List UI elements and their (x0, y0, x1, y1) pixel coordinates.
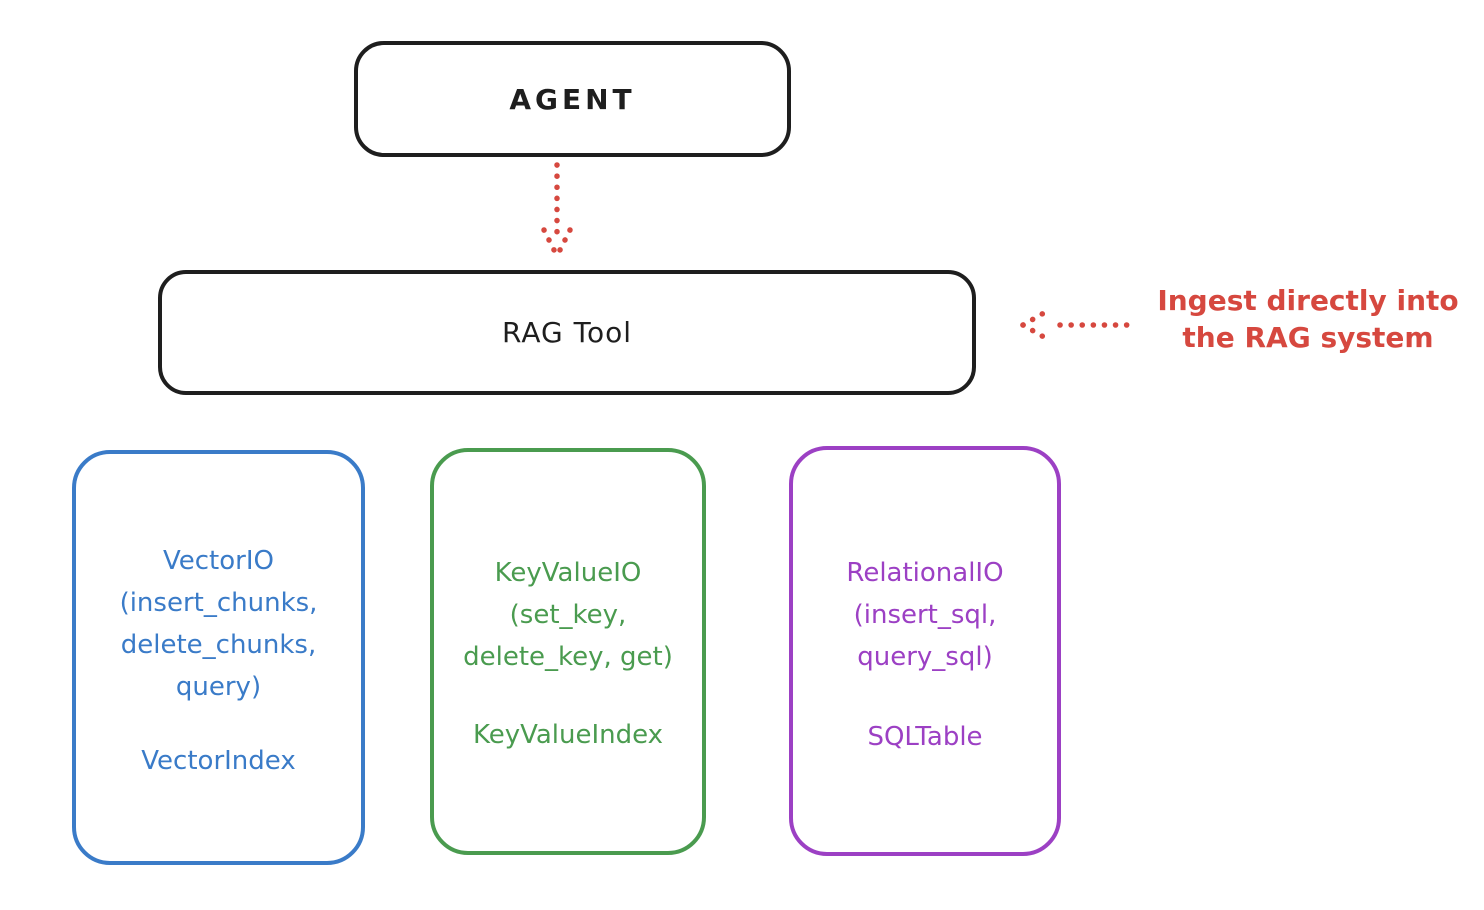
vector-io-title: VectorIO (163, 546, 274, 576)
vector-io-params-line-1: (insert_chunks, (119, 588, 318, 618)
relational-io-params-line-2: query_sql) (857, 642, 993, 672)
relational-io-text: RelationalIO (insert_sql, query_sql) (793, 552, 1057, 678)
annotation-text: Ingest directly into the RAG system (1138, 282, 1478, 356)
relational-io-params-line-1: (insert_sql, (853, 600, 997, 630)
rag-tool-box: RAG Tool (158, 270, 976, 395)
annotation-line-1: Ingest directly into (1157, 284, 1459, 317)
vector-io-text: VectorIO (insert_chunks, delete_chunks, … (76, 540, 361, 708)
vector-index-label: VectorIndex (141, 746, 296, 776)
agent-box: AGENT (354, 41, 791, 157)
sql-table-label: SQLTable (867, 722, 983, 752)
relational-io-title: RelationalIO (846, 558, 1004, 588)
keyvalue-io-text: KeyValueIO (set_key, delete_key, get) (434, 552, 702, 678)
agent-to-rag-dotted-arrow-icon (541, 162, 573, 259)
vector-io-params-line-3: query) (175, 672, 262, 702)
annotation-line-2: the RAG system (1182, 321, 1434, 354)
keyvalue-io-params-line-1: (set_key, (509, 600, 627, 630)
annotation-dotted-arrow-icon (1020, 307, 1135, 343)
keyvalue-io-title: KeyValueIO (494, 558, 642, 588)
keyvalue-io-params-line-2: delete_key, get) (463, 642, 673, 672)
keyvalue-io-box: KeyValueIO (set_key, delete_key, get) Ke… (430, 448, 706, 855)
keyvalue-index-label: KeyValueIndex (472, 720, 664, 750)
agent-label: AGENT (509, 82, 636, 116)
relational-io-box: RelationalIO (insert_sql, query_sql) SQL… (789, 446, 1061, 856)
vector-io-box: VectorIO (insert_chunks, delete_chunks, … (72, 450, 365, 865)
rag-tool-label: RAG Tool (502, 316, 632, 349)
vector-io-params-line-2: delete_chunks, (120, 630, 317, 660)
